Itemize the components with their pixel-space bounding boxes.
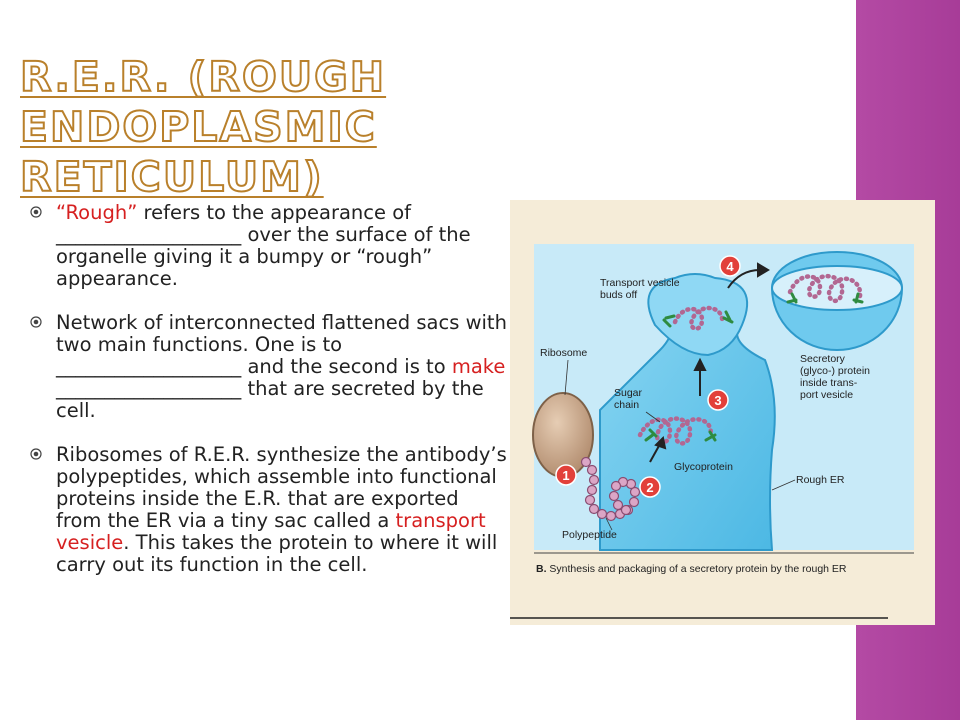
bullet-item: Ribosomes of R.E.R. synthesize the antib… <box>30 444 508 576</box>
label-secretory: Secretory <box>800 353 846 365</box>
label-transport-vesicle: Transport vesicle <box>600 277 680 289</box>
label-glycoprotein: Glycoprotein <box>674 461 733 473</box>
label-glyco-protein: (glyco-) protein <box>800 365 870 377</box>
bullet-item: “Rough” refers to the appearance of ____… <box>30 202 508 290</box>
label-chain: chain <box>614 399 639 411</box>
label-buds-off: buds off <box>600 289 637 301</box>
bullet-text-highlight: make <box>451 355 506 378</box>
bullet-list: “Rough” refers to the appearance of ____… <box>30 202 508 598</box>
rer-diagram-svg: 1 2 3 4 Transport vesicle buds off Ribos… <box>510 244 914 619</box>
step-marker-3: 3 <box>707 389 729 411</box>
label-polypeptide: Polypeptide <box>562 529 617 541</box>
circle-bullet-icon <box>30 448 42 460</box>
svg-text:1: 1 <box>562 468 569 483</box>
polypeptide-chain <box>580 456 641 522</box>
step-marker-2: 2 <box>639 476 661 498</box>
svg-text:4: 4 <box>726 259 734 274</box>
step-marker-4: 4 <box>719 255 741 277</box>
bullet-text: . This takes the protein to where it wil… <box>56 531 498 576</box>
circle-bullet-icon <box>30 206 42 218</box>
sugar-chain-marks <box>644 292 864 442</box>
bullet-text: refers to the appearance of ____________… <box>56 201 471 290</box>
bullet-text: Network of interconnected flattened sacs… <box>56 311 507 378</box>
step-marker-1: 1 <box>555 464 577 486</box>
label-rough-er: Rough ER <box>796 474 845 486</box>
bullet-text-highlight: transport vesicle <box>56 509 486 554</box>
label-sugar: Sugar <box>614 387 643 399</box>
svg-text:2: 2 <box>646 480 653 495</box>
circle-bullet-icon <box>30 316 42 328</box>
bullet-text: ___________________ that are secreted by… <box>56 377 484 422</box>
label-inside-trans: inside trans- <box>800 377 858 389</box>
secretory-vesicle-opening <box>771 265 903 311</box>
process-arrows <box>649 262 770 463</box>
glycoprotein-coil <box>637 273 863 446</box>
label-ribosome: Ribosome <box>540 347 587 359</box>
svg-text:3: 3 <box>714 393 721 408</box>
label-leader-lines <box>564 359 796 531</box>
slide-title: R.E.R. (Rough Endoplasmic Reticulum) <box>19 52 387 202</box>
bullet-item: Network of interconnected flattened sacs… <box>30 312 508 422</box>
label-port-vesicle: port vesicle <box>800 389 853 401</box>
bullet-text-highlight: “Rough” <box>56 201 138 224</box>
figure-caption: B. Synthesis and packaging of a secretor… <box>536 563 847 575</box>
budding-vesicle <box>647 273 748 357</box>
rer-diagram: 1 2 3 4 Transport vesicle buds off Ribos… <box>510 200 935 625</box>
bullet-text: Ribosomes of R.E.R. synthesize the antib… <box>56 443 507 532</box>
